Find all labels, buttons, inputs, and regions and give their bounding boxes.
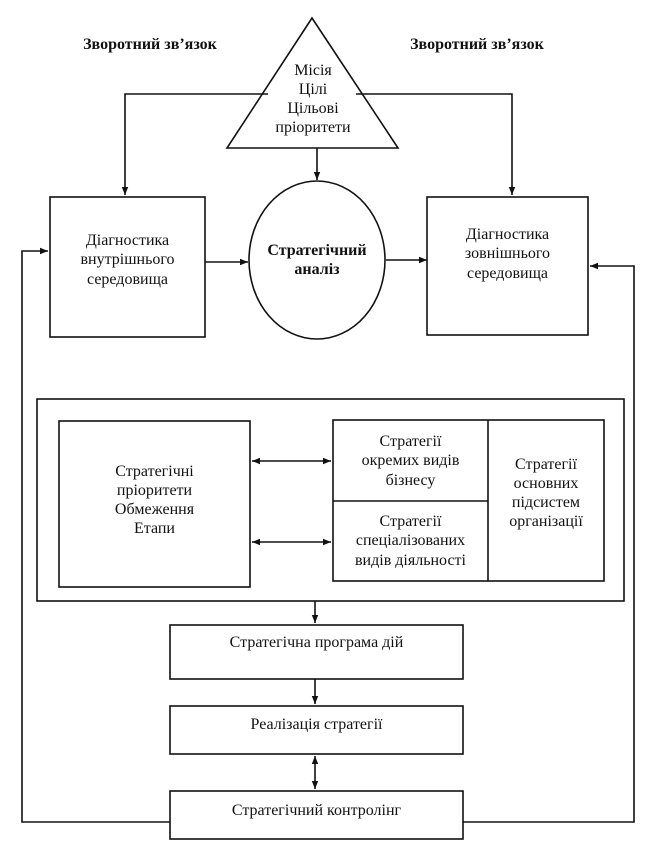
external-diagnostics-line-2: зовнішнього (464, 245, 551, 263)
controlling-text: Стратегічний контролінг (231, 802, 402, 820)
subsystem-strategies-text: Стратегії основних підсистем організації (488, 443, 604, 543)
internal-diagnostics-line-1: Діагностика (85, 232, 170, 250)
loop-controlling-to-internal (21, 247, 170, 823)
subsystem-strategies-line-3: підсистем (511, 494, 581, 511)
specialized-strategies-text: Стратегії спеціалізованих видів діяльнос… (333, 504, 488, 578)
subsystem-strategies-line-4: організації (509, 513, 583, 531)
implementation-box (169, 705, 464, 755)
specialized-strategies-line-2: спеціалізованих (355, 532, 466, 550)
strategic-analysis-text: Стратегічний аналіз (257, 232, 377, 288)
priorities-line-1: Стратегічні (115, 462, 194, 480)
subsystem-strategies-line-1: Стратегії (515, 455, 577, 473)
implementation-text: Реалізація стратегії (250, 716, 383, 734)
internal-diagnostics-text: Діагностика внутрішнього середовища (50, 220, 205, 300)
strategies-frame (36, 398, 625, 602)
mission-triangle-shape (225, 16, 400, 149)
feedback-label-left: Зворотний зв’язок (83, 36, 217, 54)
priorities-box (58, 420, 251, 588)
external-diagnostics-line-1: Діагностика (465, 226, 550, 244)
feedback-arrow-left (121, 93, 268, 195)
loop-controlling-to-external (463, 262, 635, 823)
strategic-analysis-circle (248, 180, 386, 340)
mission-triangle-text: Місія Цілі Цільові пріоритети (257, 56, 369, 144)
internal-diagnostics-box (49, 196, 206, 338)
business-strategies-line-1: Стратегії (379, 433, 442, 451)
strategic-analysis-line-1: Стратегічний (267, 241, 367, 259)
feedback-label-right: Зворотний зв’язок (410, 36, 544, 54)
specialized-strategies-line-3: видів діяльності (355, 551, 466, 569)
action-program-box (169, 624, 464, 680)
action-program-text: Стратегічна програма дій (229, 634, 404, 652)
external-diagnostics-text: Діагностика зовнішнього середовища (427, 215, 588, 293)
business-strategies-text: Стратегії окремих видів бізнесу (333, 424, 488, 498)
priorities-line-4: Етапи (134, 520, 175, 538)
mission-line-3: Цільові (287, 100, 339, 117)
specialized-strategies-line-1: Стратегії (379, 513, 442, 531)
business-strategies-line-2: окремих видів (361, 452, 460, 470)
priorities-line-3: Обмеження (114, 501, 195, 518)
mission-line-4: пріоритети (275, 118, 351, 136)
external-diagnostics-line-3: середовища (467, 264, 548, 282)
priorities-box-text: Стратегічні пріоритети Обмеження Етапи (59, 448, 250, 552)
internal-diagnostics-line-2: внутрішнього (80, 251, 175, 269)
mission-line-2: Цілі (298, 81, 328, 99)
external-diagnostics-box (426, 196, 589, 336)
business-strategies-line-3: бізнесу (385, 471, 436, 489)
mission-line-1: Місія (294, 62, 332, 80)
strategic-analysis-line-2: аналіз (294, 261, 340, 278)
internal-diagnostics-line-3: середовища (87, 270, 168, 288)
controlling-box (169, 790, 464, 840)
subsystem-strategies-line-2: основних (513, 474, 579, 492)
feedback-arrow-right (356, 93, 516, 195)
priorities-line-2: пріоритети (116, 481, 193, 499)
